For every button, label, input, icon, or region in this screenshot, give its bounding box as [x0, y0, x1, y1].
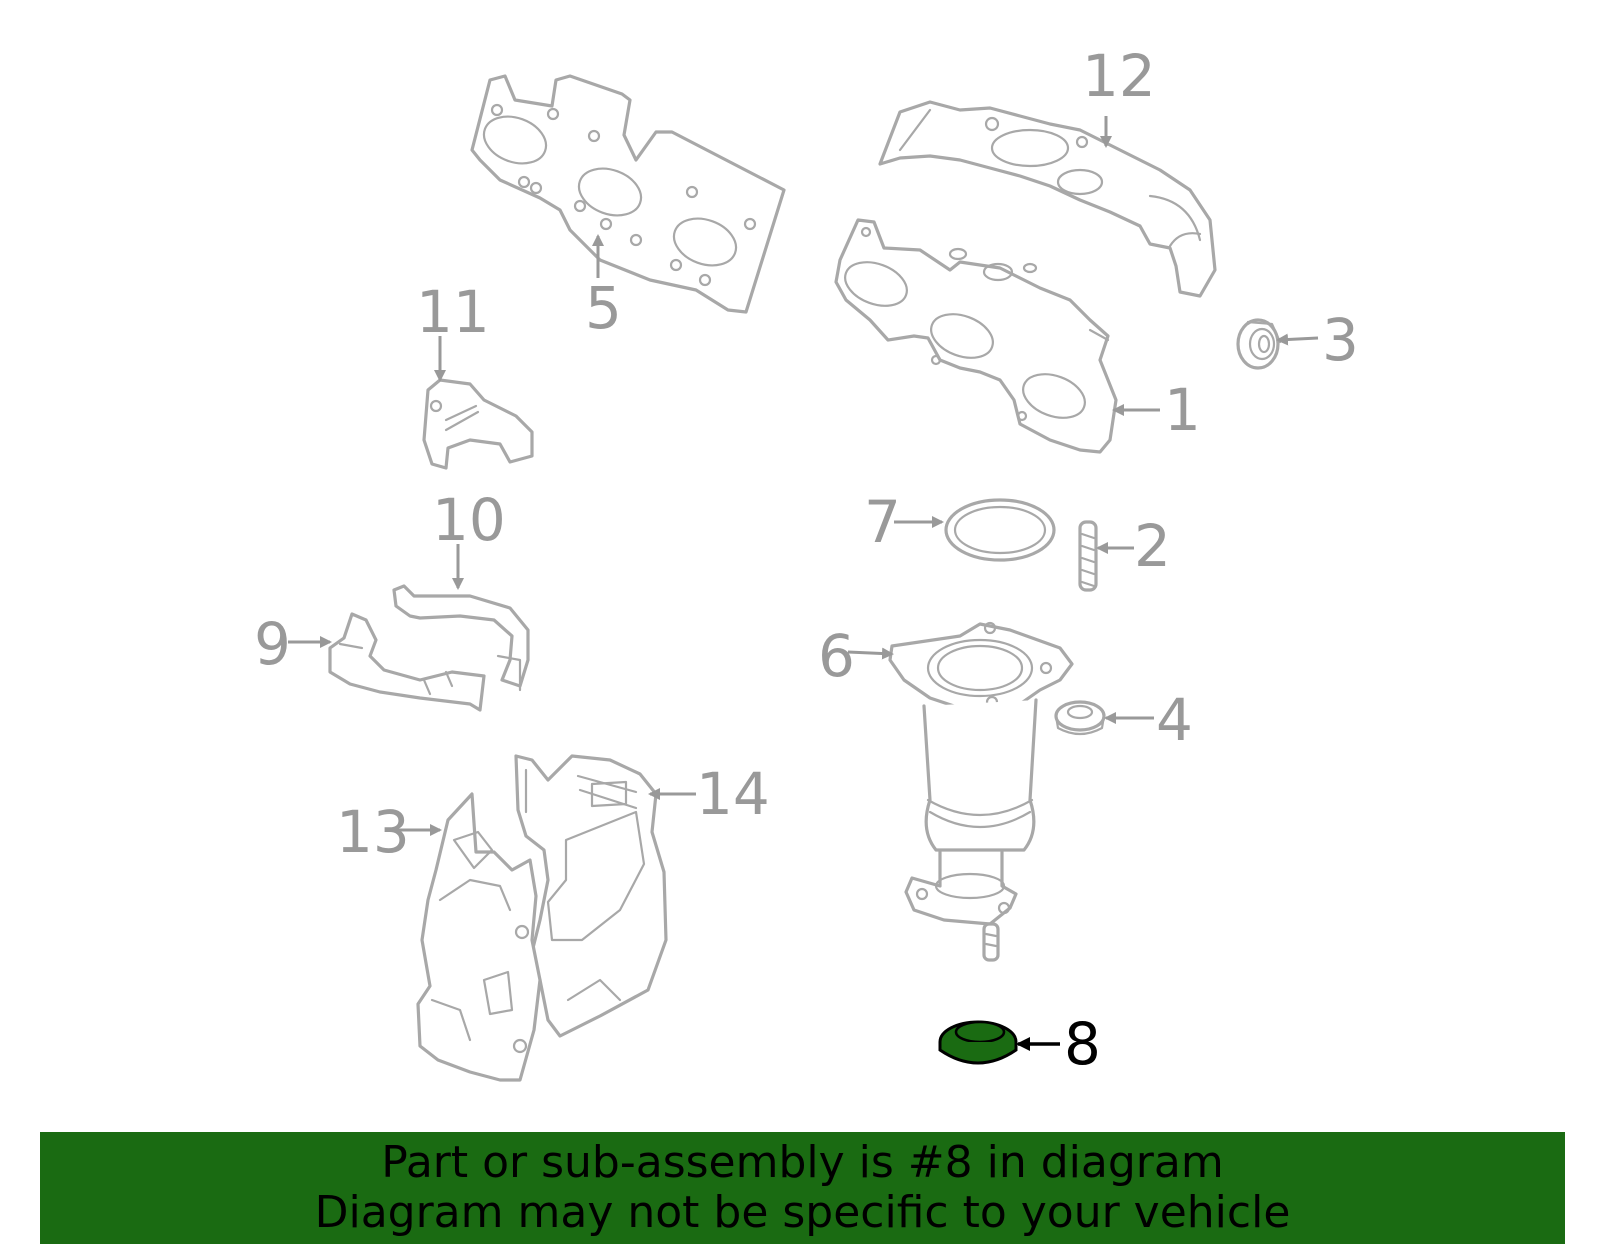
part-5-manifold-gasket	[470, 74, 786, 314]
info-banner: Part or sub-assembly is #8 in diagram Di…	[40, 1132, 1565, 1244]
callout-8: 8	[1064, 1010, 1101, 1078]
callout-4: 4	[1156, 686, 1193, 754]
part-11-bracket	[422, 378, 534, 470]
leader-6	[847, 647, 894, 660]
banner-line-2: Diagram may not be specific to your vehi…	[314, 1187, 1291, 1238]
callout-14: 14	[696, 760, 770, 828]
part-7-gasket-ring	[944, 498, 1056, 562]
part-1-exhaust-manifold	[834, 218, 1118, 454]
part-14-heat-shield	[514, 754, 668, 1038]
banner-line-1: Part or sub-assembly is #8 in diagram	[381, 1137, 1224, 1188]
callout-12: 12	[1082, 42, 1156, 110]
callout-11: 11	[416, 278, 490, 346]
part-4-washer	[1054, 700, 1106, 736]
part-10-clamp-upper	[392, 584, 530, 692]
callout-7: 7	[864, 488, 901, 556]
callout-2: 2	[1134, 512, 1171, 580]
part-8-gasket-highlighted	[938, 1020, 1018, 1065]
leader-lines	[288, 116, 1319, 1051]
callout-10: 10	[432, 486, 506, 554]
callout-labels: 5 12 11 3 1 7 2 10 9 6 4 14 13 8	[254, 42, 1359, 1078]
part-12-heat-shield	[878, 100, 1217, 298]
callout-9: 9	[254, 610, 291, 678]
part-9-clamp-lower	[328, 612, 486, 712]
callout-3: 3	[1322, 306, 1359, 374]
callout-1: 1	[1164, 376, 1201, 444]
part-6-catalytic-converter	[888, 621, 1074, 962]
part-13-heat-shield	[416, 792, 542, 1082]
part-2-stud	[1078, 520, 1098, 592]
part-3-nut	[1236, 318, 1282, 370]
callout-5: 5	[585, 274, 622, 342]
callout-13: 13	[336, 798, 410, 866]
leader-3	[1276, 333, 1319, 346]
callout-6: 6	[818, 622, 855, 690]
